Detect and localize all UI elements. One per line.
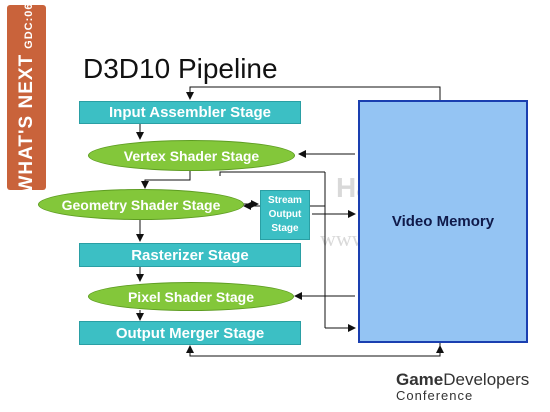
input-assembler-stage: Input Assembler Stage (79, 101, 301, 124)
stream-output-stage: Stream Output Stage (260, 190, 310, 240)
stream-output-line-3: Stage (271, 223, 299, 234)
arrow-vs-to-gs (141, 170, 191, 189)
stream-output-line-1: Stream (268, 195, 302, 206)
geometry-shader-stage: Geometry Shader Stage (38, 189, 244, 220)
gdc-logo: GameDevelopers Conference (396, 370, 530, 404)
pixel-shader-stage: Pixel Shader Stage (88, 282, 294, 311)
stream-output-line-2: Output (268, 209, 302, 220)
memory-bus-top-link (219, 171, 325, 176)
page-title: D3D10 Pipeline (83, 53, 278, 84)
logo-game: Game (396, 370, 444, 389)
video-memory: Video Memory (358, 100, 528, 343)
logo-conference: Conference (396, 388, 474, 403)
side-banner: WHAT'S NEXTGDC:06 (7, 2, 46, 193)
logo-developers: Developers (443, 370, 530, 389)
arrow-memory-to-ia (186, 86, 441, 100)
video-memory-label: Video Memory (391, 213, 495, 230)
output-merger-stage: Output Merger Stage (79, 321, 301, 345)
rasterizer-stage: Rasterizer Stage (79, 243, 301, 267)
vertex-shader-stage: Vertex Shader Stage (88, 140, 295, 171)
